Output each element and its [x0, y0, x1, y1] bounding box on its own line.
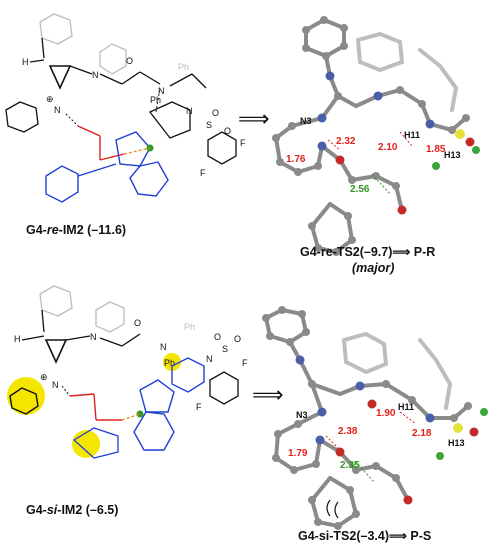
bottom-transition-state-model [262, 306, 488, 530]
atom-plus-top: ⊕ [46, 94, 54, 104]
bottom-intermediate-caption: G4-si-IM2 (–6.5) [26, 503, 118, 517]
distance-label-top-1: 2.32 [336, 136, 356, 147]
top-intermediate-structure: H N O N Ph Ph N S O O F F ⊕ N [5, 13, 246, 203]
sulfur-atom-top [455, 129, 465, 139]
atom-o-top-3: O [224, 126, 231, 136]
distance-label-top-3: 2.10 [378, 142, 398, 153]
top-intermediate-caption: G4-re-IM2 (–11.6) [26, 223, 126, 237]
cyclopropenium-ring-top [48, 65, 72, 90]
distance-label-bottom-4: 2.18 [412, 428, 432, 439]
top-transition-state-caption: G4-re-TS2(–9.7)⟹ P-R [300, 245, 435, 259]
distance-label-top-4: 1.85 [426, 144, 446, 155]
atom-ph-top-2: Ph [178, 62, 189, 72]
nitro-group-top [65, 113, 125, 161]
nitro-group-bottom [61, 385, 122, 421]
atom-f-bottom-1: F [196, 402, 202, 412]
top-reaction-arrow: ⟹ [238, 106, 270, 131]
ts-label-n3-top: N3 [300, 116, 312, 126]
atom-f-top-1: F [240, 138, 246, 148]
distance-label-bottom-3: 1.90 [376, 408, 396, 419]
oxindole-group-bottom [133, 357, 205, 451]
cyclopropenium-ring-bottom [44, 339, 68, 364]
atom-f-bottom-2: F [242, 358, 248, 368]
difluorophenyl-ring-top [207, 131, 237, 165]
atom-ph-bottom-2: Ph [184, 322, 195, 332]
atom-n-top-2: N [158, 86, 165, 96]
atom-s-bottom: S [222, 344, 228, 354]
atom-n-bottom-1: N [90, 332, 97, 342]
atom-n-bottom-2: N [160, 342, 167, 352]
atom-plus-bottom: ⊕ [40, 372, 48, 382]
atom-n-top-1: N [92, 70, 99, 80]
atom-o-bottom-3: O [234, 334, 241, 344]
difluorophenyl-ring-bottom [209, 371, 239, 405]
bottom-intermediate-structure: H N O N Ph Ph N S O O F F ⊕ N [7, 285, 248, 459]
boc-group-bottom [72, 427, 119, 459]
ts-label-n3-bottom: N3 [296, 410, 308, 420]
oxindole-group-top [45, 131, 169, 203]
bottom-transition-state-caption: G4-si-TS2(–3.4)⟹ P-S [298, 529, 431, 543]
cyclohexyl-ring-left-bottom [9, 387, 39, 415]
atom-ph-bottom-1: Ph [164, 358, 175, 368]
distance-label-bottom-1: 2.38 [338, 426, 358, 437]
highlight-phenyl [163, 353, 181, 371]
atom-n-bottom-3: N [206, 354, 213, 364]
atom-ph-top-1: Ph [150, 95, 161, 105]
cyclohexyl-ring-top [39, 13, 73, 45]
atom-o-top-1: O [126, 56, 133, 66]
ts-label-h11-top: H11 [404, 130, 420, 140]
atom-n-top-4: N [54, 105, 61, 115]
ts-label-h13-top: H13 [444, 150, 461, 160]
atom-n-bottom-4: N [52, 380, 59, 390]
atom-o-top-2: O [212, 108, 219, 118]
atom-h-bottom: H [14, 334, 21, 344]
distance-label-top-2: 1.76 [286, 154, 306, 165]
bottom-reaction-arrow: ⟹ [252, 382, 284, 407]
distance-label-bottom-2: 1.79 [288, 448, 308, 459]
atom-h-top: H [22, 57, 29, 67]
distance-label-bottom-green: 2.35 [340, 460, 360, 471]
atom-n-top-3: N [186, 106, 193, 116]
boc-group-top [148, 101, 191, 139]
atom-o-bottom-2: O [214, 332, 221, 342]
sulfur-atom-bottom [453, 423, 463, 433]
highlight-cyclohexyl [7, 377, 45, 415]
atom-o-bottom-1: O [134, 318, 141, 328]
cyclohexyl-ring-left [5, 101, 39, 133]
highlight-tbutyl [72, 430, 100, 458]
top-transition-state-model [272, 16, 480, 256]
top-major-note: (major) [352, 261, 394, 275]
ts-label-h11-bottom: H11 [398, 402, 414, 412]
distance-label-top-green: 2.56 [350, 184, 370, 195]
atom-f-top-2: F [200, 168, 206, 178]
atom-s-top: S [206, 120, 212, 130]
ts-label-h13-bottom: H13 [448, 438, 465, 448]
